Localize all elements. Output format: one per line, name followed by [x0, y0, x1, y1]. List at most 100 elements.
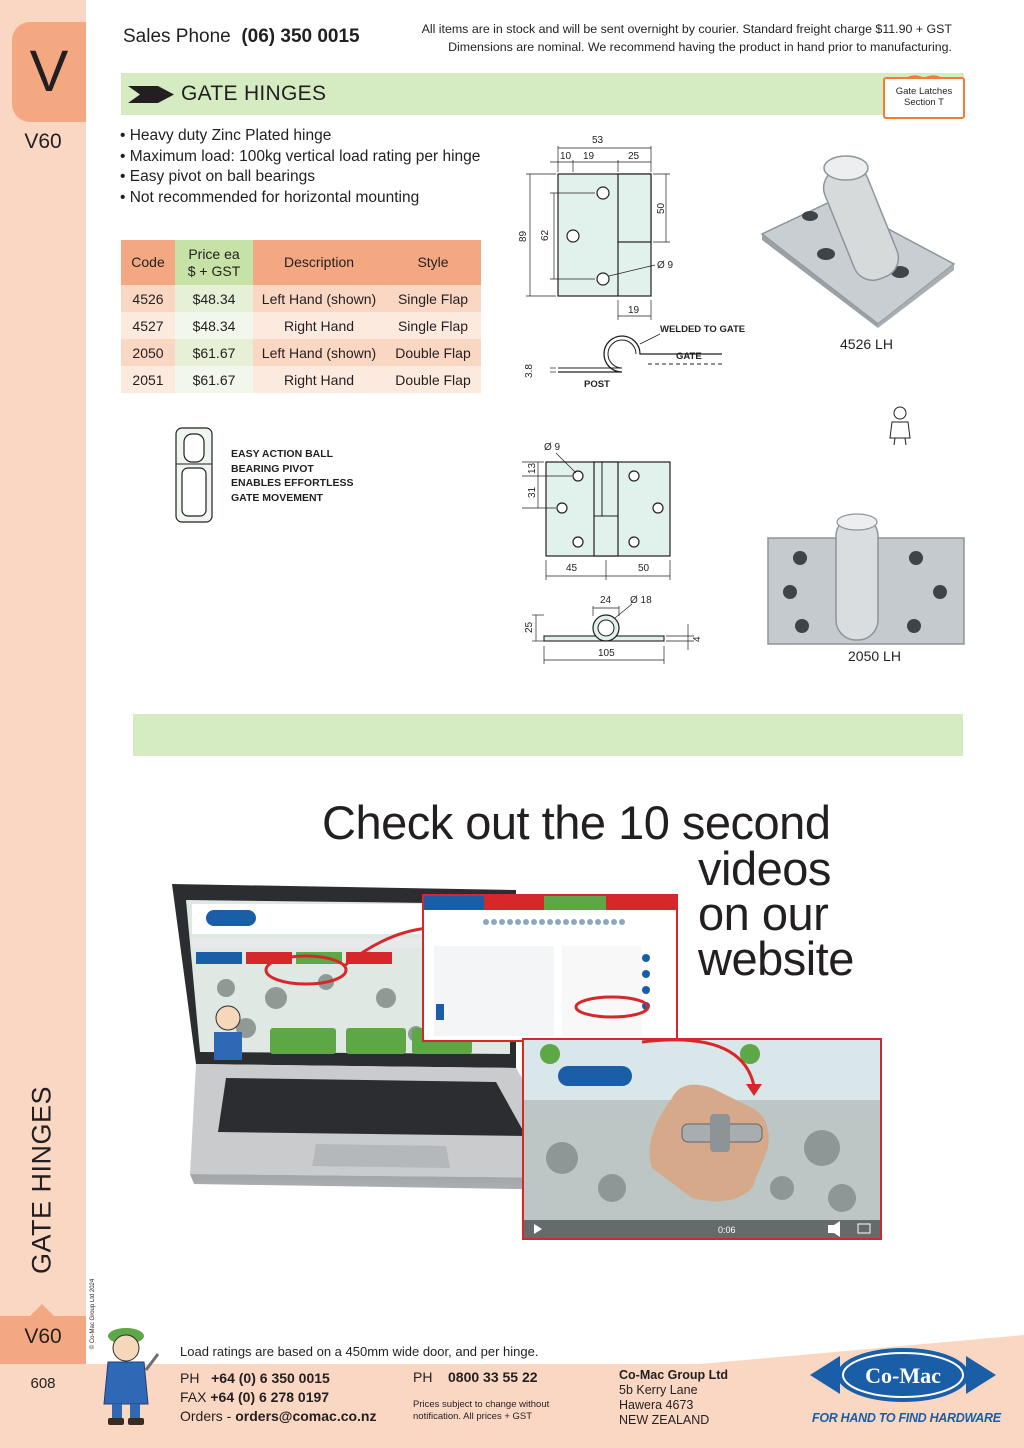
fax-label: FAX — [180, 1389, 207, 1405]
shipping-notice: All items are in stock and will be sent … — [362, 20, 952, 56]
cell-price: $48.34 — [175, 312, 253, 339]
cell-style: Double Flap — [385, 366, 481, 393]
feature-item: • Heavy duty Zinc Plated hinge — [120, 127, 332, 144]
mascot-small-icon — [889, 406, 911, 446]
cell-code: 4526 — [121, 285, 175, 312]
crossref-line-1: Gate Latches — [895, 86, 953, 97]
dim-label: 53 — [592, 135, 604, 146]
pivot-note-line: GATE MOVEMENT — [231, 492, 324, 504]
section-letter: V — [29, 39, 69, 104]
cell-code: 2050 — [121, 339, 175, 366]
dim-label: 25 — [628, 151, 640, 162]
drawing-label: POST — [584, 379, 610, 390]
table-row: 4527 $48.34 Right Hand Single Flap — [121, 312, 481, 339]
dim-label: 25 — [524, 621, 535, 633]
freephone-label: PH — [413, 1369, 433, 1385]
crossref-gate-latches[interactable]: Gate Latches Section T — [883, 77, 965, 119]
cell-price: $61.67 — [175, 366, 253, 393]
dim-label: 10 — [560, 151, 572, 162]
dim-label: 4 — [692, 636, 703, 642]
table-row: 4526 $48.34 Left Hand (shown) Single Fla… — [121, 285, 481, 312]
feature-item: • Easy pivot on ball bearings — [120, 168, 315, 186]
phone-label: PH — [180, 1370, 200, 1386]
cell-description: Left Hand (shown) — [253, 339, 385, 366]
tab-notch — [30, 1304, 54, 1316]
cell-style: Single Flap — [385, 285, 481, 312]
phone-line: PH +64 (0) 6 350 0015 — [180, 1369, 377, 1388]
dim-label: 19 — [583, 151, 595, 162]
table-row: 2050 $61.67 Left Hand (shown) Double Fla… — [121, 339, 481, 366]
orders-email-link[interactable]: orders@comac.co.nz — [235, 1408, 377, 1424]
dim-label: Ø 18 — [630, 595, 652, 606]
page-code-tab — [0, 1316, 86, 1364]
dim-label: 3.8 — [524, 364, 535, 378]
col-header-price-line2: $ + GST — [187, 262, 241, 279]
sales-phone-label: Sales Phone — [123, 26, 231, 47]
cell-price: $48.34 — [175, 285, 253, 312]
page-code-bottom: V60 — [24, 1325, 62, 1348]
col-header-description: Description — [253, 240, 385, 285]
website-product-list-screenshot — [422, 894, 678, 1042]
address-line: Hawera 4673 — [619, 1398, 694, 1412]
chevron-arrow-icon — [128, 86, 174, 103]
dim-label: 50 — [638, 563, 650, 574]
logo-text: Co-Mac — [865, 1363, 941, 1388]
promo-title-line: Check out the 10 second — [322, 796, 831, 849]
fax-line: FAX +64 (0) 6 278 0197 — [180, 1388, 377, 1407]
drawing-label: GATE — [676, 351, 702, 362]
cell-code: 2051 — [121, 366, 175, 393]
col-header-style: Style — [385, 240, 481, 285]
hinge-2050-technical-drawing: Ø 9 13 31 45 50 24 Ø 18 25 4 105 — [522, 442, 703, 664]
col-header-price: Price ea $ + GST — [175, 240, 253, 285]
dim-label: 105 — [598, 648, 615, 659]
product-caption-2050: 2050 LH — [848, 648, 901, 664]
col-header-code: Code — [121, 240, 175, 285]
phone-number[interactable]: +64 (0) 6 350 0015 — [211, 1370, 330, 1386]
crossref-line-2: Section T — [904, 97, 944, 108]
address-line: 5b Kerry Lane — [619, 1383, 698, 1397]
dim-label: Ø 9 — [657, 260, 674, 271]
hinge-4526-product-image — [760, 155, 956, 328]
dim-label: 50 — [656, 202, 667, 214]
cell-style: Double Flap — [385, 339, 481, 366]
cell-description: Right Hand — [253, 312, 385, 339]
orders-line: Orders - orders@comac.co.nz — [180, 1407, 377, 1426]
prices-note-line: Prices subject to change without — [413, 1399, 550, 1410]
page-code-top: V60 — [24, 130, 62, 153]
prices-note-line: notification. All prices + GST — [413, 1411, 533, 1422]
ball-bearing-pivot-illustration: EASY ACTION BALL BEARING PIVOT ENABLES E… — [175, 427, 354, 523]
notice-line-2: Dimensions are nominal. We recommend hav… — [448, 40, 952, 54]
contact-block: PH +64 (0) 6 350 0015 FAX +64 (0) 6 278 … — [180, 1369, 377, 1426]
drawing-label: WELDED TO GATE — [660, 324, 745, 335]
feature-item: • Maximum load: 100kg vertical load rati… — [120, 147, 481, 165]
fax-number[interactable]: +64 (0) 6 278 0197 — [210, 1389, 330, 1405]
promo-title-line: website — [698, 932, 854, 985]
feature-list: • Heavy duty Zinc Plated hinge • Maximum… — [120, 126, 490, 208]
video-timestamp: 0:06 — [718, 1225, 736, 1235]
side-band — [0, 0, 86, 1448]
pivot-note-line: EASY ACTION BALL — [231, 448, 334, 460]
pivot-note-line: ENABLES EFFORTLESS — [231, 477, 354, 489]
section-letter-tab — [12, 22, 86, 122]
dim-label: 62 — [540, 229, 551, 241]
comac-logo[interactable]: Co-Mac — [810, 1344, 996, 1406]
sales-phone-number[interactable]: (06) 350 0015 — [241, 26, 360, 47]
cell-style: Single Flap — [385, 312, 481, 339]
price-table: Code Price ea $ + GST Description Style … — [121, 240, 481, 393]
load-rating-note: Load ratings are based on a 450mm wide d… — [180, 1344, 539, 1359]
brand-tagline: FOR HAND TO FIND HARDWARE — [812, 1411, 1001, 1425]
hinge-2050-product-image — [767, 513, 965, 645]
book-icon — [904, 75, 944, 79]
freephone-number[interactable]: 0800 33 55 22 — [448, 1369, 538, 1385]
cell-description: Left Hand (shown) — [253, 285, 385, 312]
col-header-price-line1: Price ea — [188, 245, 240, 262]
table-row: 2051 $61.67 Right Hand Double Flap — [121, 366, 481, 393]
dim-label: 89 — [518, 230, 529, 242]
website-video-screenshot[interactable]: 0:06 — [522, 1038, 882, 1240]
dim-label: 13 — [527, 462, 538, 474]
promo-title-line: on our — [698, 887, 829, 940]
orders-label: Orders - — [180, 1408, 232, 1424]
cell-code: 4527 — [121, 312, 175, 339]
dim-label: 31 — [527, 486, 538, 498]
sales-phone: Sales Phone (06) 350 0015 — [123, 26, 360, 48]
